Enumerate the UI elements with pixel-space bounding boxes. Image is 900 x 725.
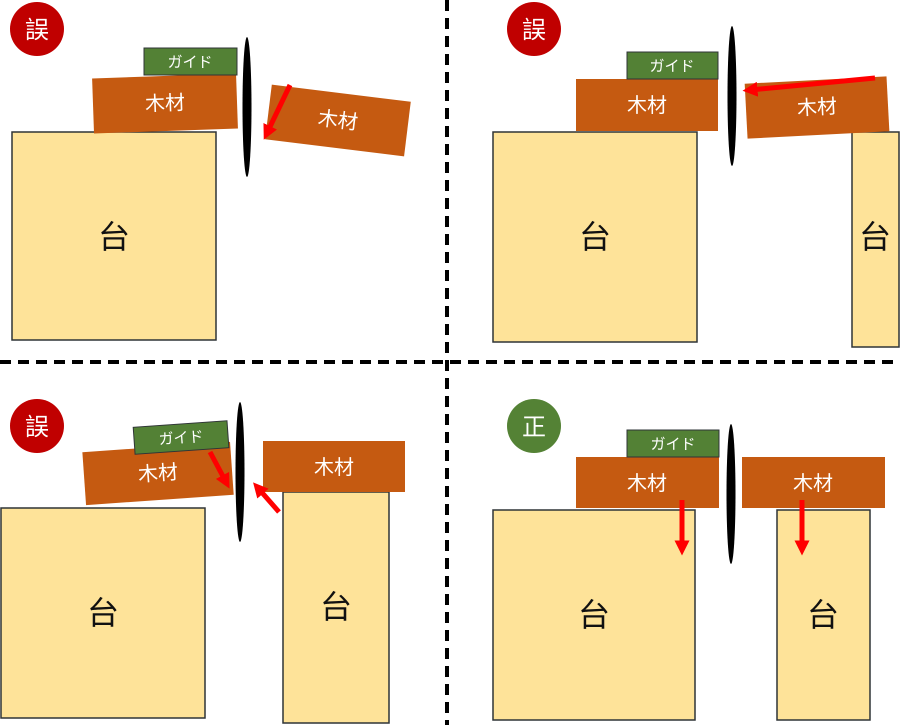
saw-blade <box>726 424 736 564</box>
arrow <box>263 83 293 140</box>
guide <box>132 420 230 455</box>
table <box>492 131 698 343</box>
wood-piece <box>92 73 238 134</box>
wood-piece-offcut <box>742 457 885 508</box>
wood-label: 木材 <box>796 94 837 120</box>
panel-bottom-left: 誤 台 台 木材 ガイド 木材 <box>0 399 405 724</box>
table <box>11 131 217 341</box>
wood-label: 木材 <box>137 460 179 487</box>
table-right <box>851 131 900 348</box>
wood-piece <box>82 441 234 506</box>
wood-piece-offcut <box>744 76 890 139</box>
wrong-badge <box>507 2 561 56</box>
arrow <box>253 482 281 514</box>
table-label: 台 <box>320 588 352 626</box>
wood-piece-offcut <box>263 441 405 492</box>
guide <box>143 47 238 76</box>
guide-label: ガイド <box>649 57 694 75</box>
arrow <box>207 450 230 489</box>
table-label: 台 <box>578 596 610 634</box>
table-label: 台 <box>859 218 891 256</box>
correct-badge <box>507 399 561 453</box>
table-right <box>776 509 871 721</box>
panel-top-left: 誤 台 木材 ガイド 木材 <box>10 2 411 341</box>
wood-piece <box>576 79 718 131</box>
wrong-badge <box>10 399 64 453</box>
wood-label: 木材 <box>793 471 833 495</box>
wrong-badge-label: 誤 <box>25 16 49 44</box>
wood-label: 木材 <box>627 93 667 117</box>
guide-label: ガイド <box>650 435 695 453</box>
table-label: 台 <box>98 218 130 256</box>
correct-badge-label: 正 <box>522 413 546 441</box>
guide-label: ガイド <box>158 427 204 448</box>
wood-label: 木材 <box>145 90 186 115</box>
wood-label: 木材 <box>314 455 354 479</box>
guide <box>626 51 719 80</box>
guide-label: ガイド <box>167 53 212 71</box>
table-label: 台 <box>87 594 119 632</box>
wrong-badge <box>10 2 64 56</box>
panel-bottom-right: 正 台 台 木材 ガイド 木材 <box>492 399 885 721</box>
arrow <box>742 75 876 97</box>
guide <box>626 429 720 458</box>
saw-blade <box>235 402 245 542</box>
table-label: 台 <box>807 596 839 634</box>
table-label: 台 <box>579 218 611 256</box>
wrong-badge-label: 誤 <box>522 16 546 44</box>
saw-blade <box>242 37 252 177</box>
wood-piece-offcut <box>265 84 411 157</box>
wrong-badge-label: 誤 <box>25 413 49 441</box>
wood-label: 木材 <box>627 471 667 495</box>
table-right <box>282 491 390 724</box>
saw-blade <box>727 26 737 166</box>
wood-piece <box>576 457 719 508</box>
panel-top-right: 誤 台 台 木材 ガイド 木材 <box>492 2 900 348</box>
wood-label: 木材 <box>317 106 360 135</box>
table <box>0 507 206 719</box>
table <box>492 509 696 721</box>
